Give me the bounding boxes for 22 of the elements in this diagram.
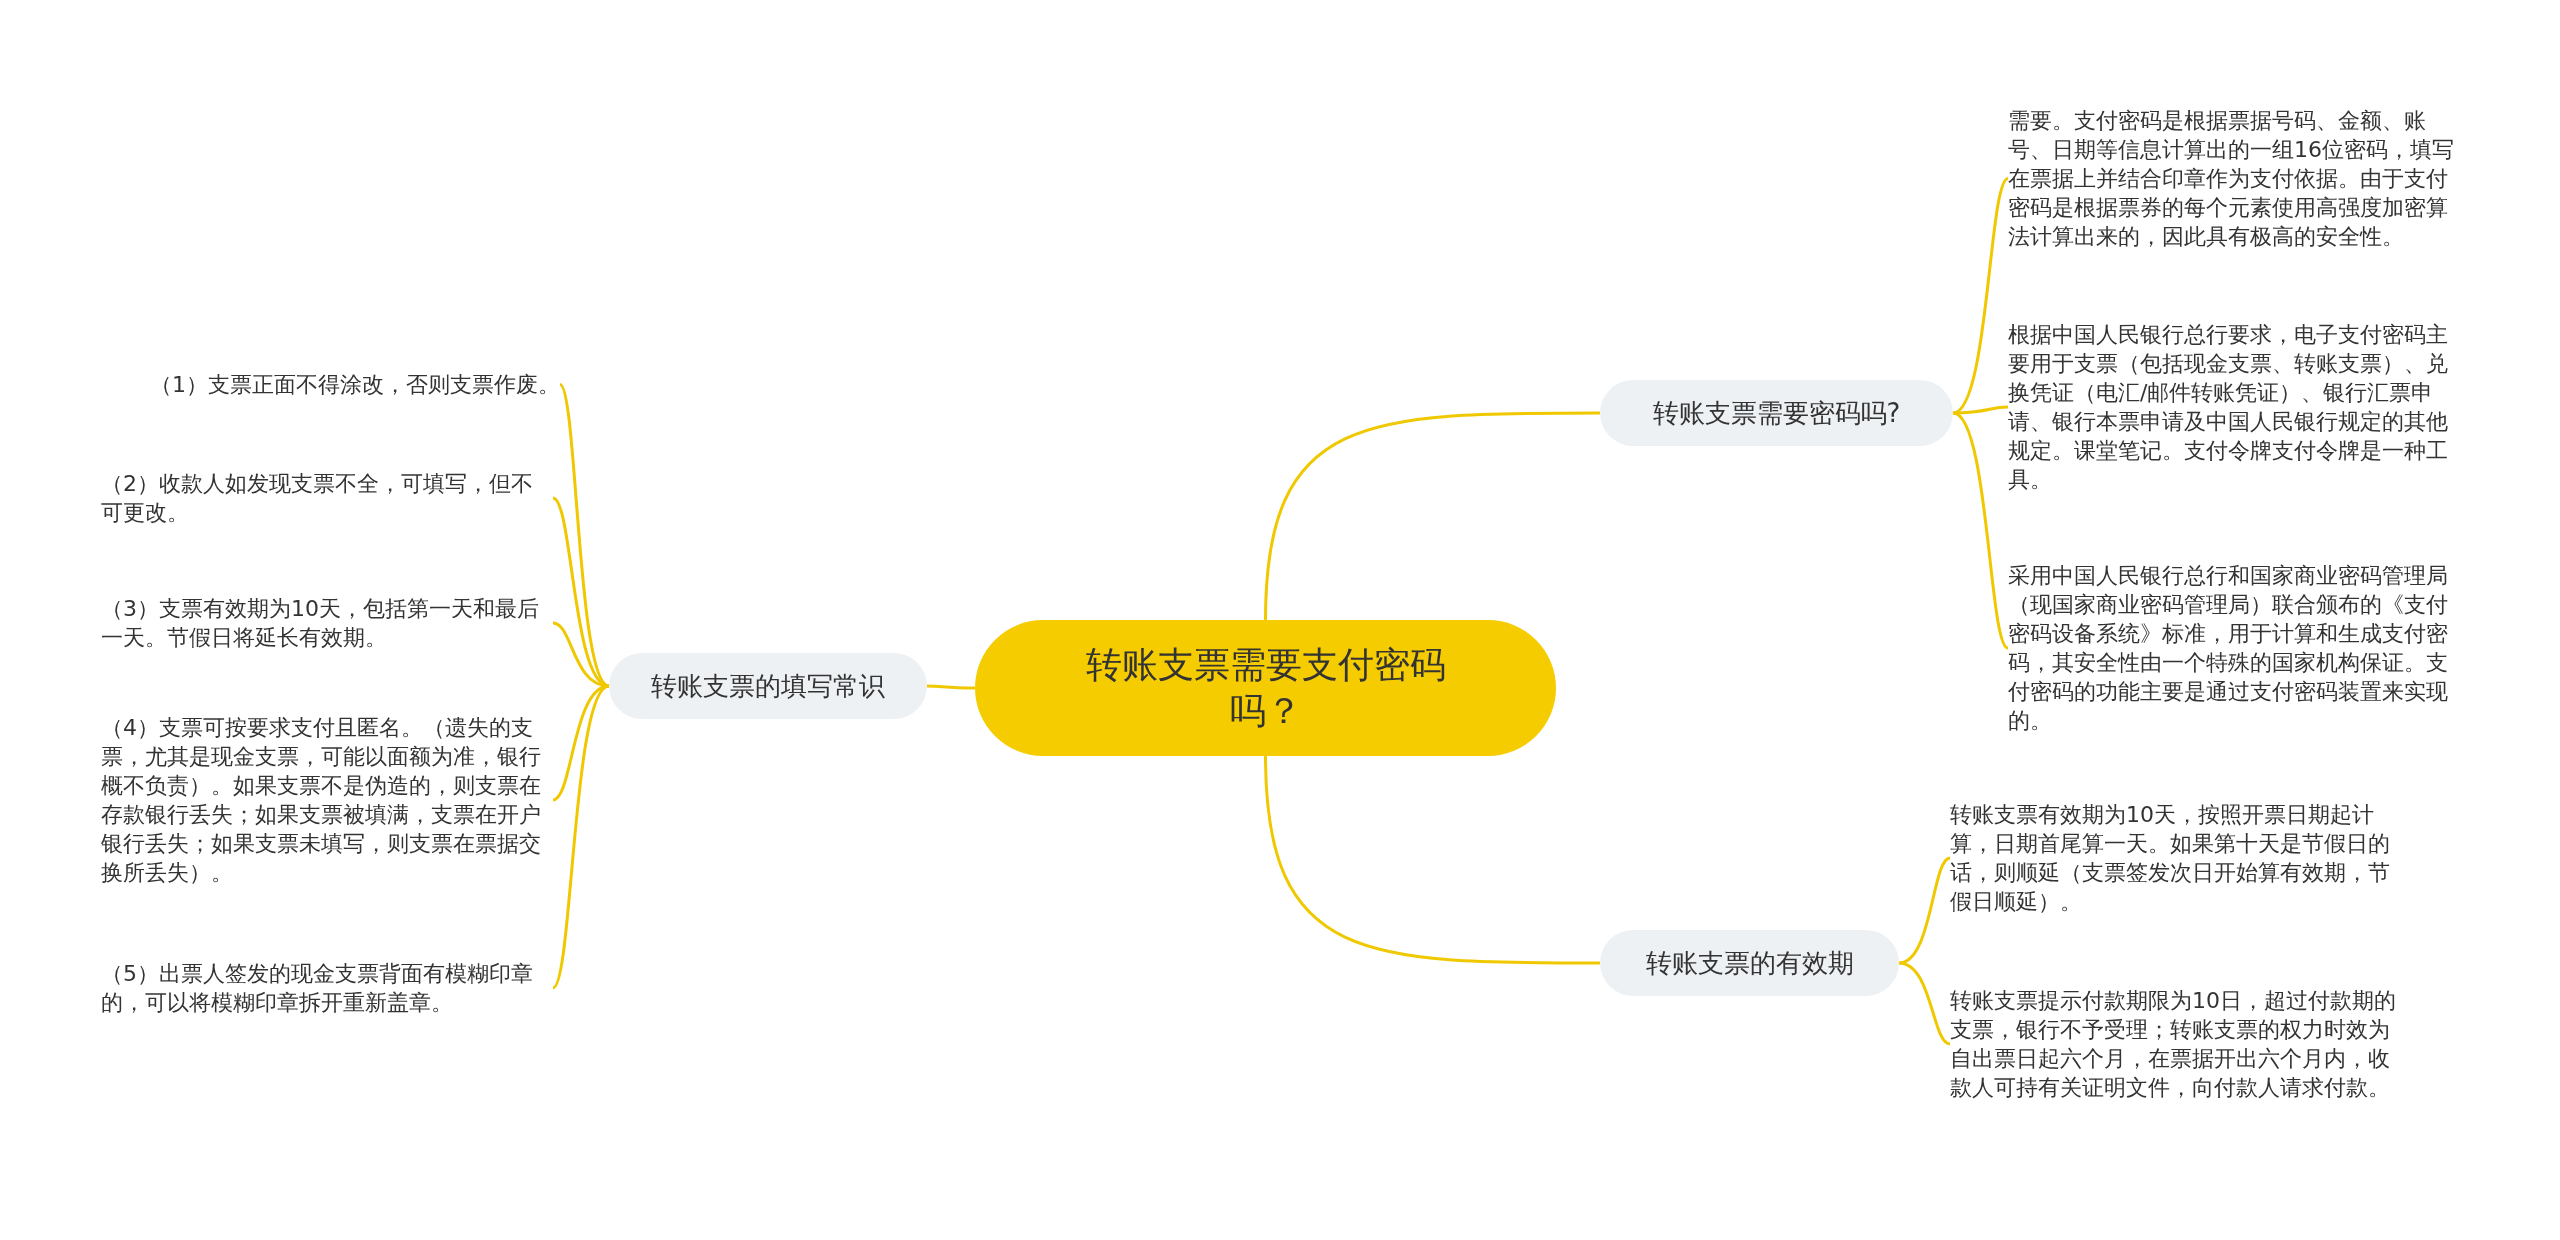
topic-pill: 转账支票的有效期 — [1600, 930, 1899, 996]
topic-note: （1）支票正面不得涂改，否则支票作废。 — [150, 370, 560, 399]
topic-pill: 转账支票的填写常识 — [609, 653, 927, 719]
topic-note: 需要。支付密码是根据票据号码、金额、账号、日期等信息计算出的一组16位密码，填写在票据上并结合印章作为支付依据。由于支付密码是根据票券的每个元素使用高强度加密算法计算出来的，因此具有极高的安全性。 — [2008, 106, 2454, 251]
connector-line — [1952, 405, 2009, 415]
connector-line — [1898, 961, 1951, 1046]
connector-line — [551, 684, 610, 989]
topic-note: 转账支票提示付款期限为10日，超过付款期的支票，银行不予受理；转账支票的权力时效为自出票日起六个月，在票据开出六个月内，收款人可持有关证明文件，向付款人请求付款。 — [1950, 986, 2396, 1102]
topic-note: （2）收款人如发现支票不全，可填写，但不可更改。 — [101, 469, 553, 527]
topic-note: 采用中国人民银行总行和国家商业密码管理局（现国家商业密码管理局）联合颁布的《支付密码设备系统》标准，用于计算和生成支付密码，其安全性由一个特殊的国家机构保证。支付密码的功能主要是通过支付密码装置来实现的。 — [2008, 561, 2454, 735]
connector-line — [1898, 856, 1951, 965]
topic-pill: 转账支票需要密码吗? — [1600, 380, 1953, 446]
central-topic: 转账支票需要支付密码吗？ — [975, 620, 1556, 756]
topic-note: 根据中国人民银行总行要求，电子支付密码主要用于支票（包括现金支票、转账支票）、兑换凭证（电汇/邮件转账凭证）、银行汇票申请、银行本票申请及中国人民银行规定的其他规定。课堂笔记。支付令牌支付令牌是一种工具。 — [2008, 320, 2454, 494]
topic-note: （3）支票有效期为10天，包括第一天和最后一天。节假日将延长有效期。 — [101, 594, 553, 652]
topic-note: （5）出票人签发的现金支票背面有模糊印章的，可以将模糊印章拆开重新盖章。 — [101, 959, 553, 1017]
connector-line — [927, 684, 975, 690]
connector-line — [1264, 755, 1600, 965]
topic-note: （4）支票可按要求支付且匿名。（遗失的支票，尤其是现金支票，可能以面额为准，银行概不负责）。如果支票不是伪造的，则支票在存款银行丢失；如果支票被填满，支票在开户银行丢失；如果支票未填写，则支票在票据交换所丢失）。 — [101, 713, 553, 887]
topic-note: 转账支票有效期为10天，按照开票日期起计算，日期首尾算一天。如果第十天是节假日的话，则顺延（支票签发次日开始算有效期，节假日顺延）。 — [1950, 800, 2396, 916]
connector-line — [1952, 411, 2010, 650]
connector-line — [1264, 411, 1600, 621]
